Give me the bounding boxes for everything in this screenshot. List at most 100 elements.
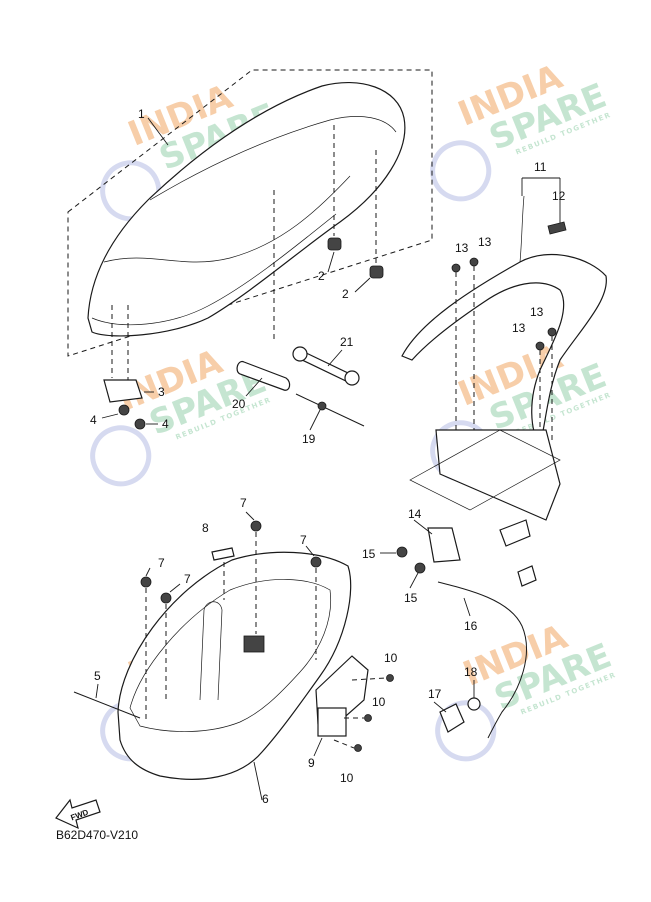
storage-box-rib <box>199 601 223 701</box>
tool-bag <box>236 360 291 391</box>
seat-catch-rod <box>73 691 141 719</box>
callout-13: 13 <box>512 321 526 335</box>
callout-10: 10 <box>372 695 386 709</box>
callout-4: 4 <box>90 413 97 427</box>
screw <box>354 744 362 752</box>
leader-line <box>409 572 419 589</box>
callout-6: 6 <box>262 792 269 806</box>
seat-lock-cable <box>437 581 527 739</box>
side-cover <box>313 655 394 757</box>
callout-labels: 1 2 2 3 4 4 5 6 7 7 7 7 8 9 10 10 10 11 … <box>90 107 566 806</box>
screwdriver-handle <box>317 401 327 411</box>
callout-7: 7 <box>240 496 247 510</box>
leader-line <box>101 413 119 419</box>
spanner-end <box>292 346 308 362</box>
box-bolt <box>160 592 172 604</box>
seat-crease <box>149 116 397 201</box>
callout-4: 4 <box>162 417 169 431</box>
callout-17: 17 <box>428 687 442 701</box>
hinge-bolt <box>118 404 130 416</box>
cable-end <box>439 703 465 733</box>
watermark: INDIA SPARE REBUILD TOGETHER <box>90 342 273 487</box>
box-bolt <box>140 576 152 588</box>
callout-8: 8 <box>202 521 209 535</box>
callout-1: 1 <box>138 107 145 121</box>
leader-line <box>305 545 315 557</box>
callout-10: 10 <box>340 771 354 785</box>
callout-18: 18 <box>464 665 478 679</box>
leader-line <box>145 567 151 577</box>
screw <box>386 674 394 682</box>
callout-15: 15 <box>404 591 418 605</box>
callout-21: 21 <box>340 335 354 349</box>
callout-12: 12 <box>552 189 566 203</box>
leader-line <box>169 583 181 593</box>
leader-line <box>354 277 371 293</box>
leader-line <box>351 677 387 681</box>
callout-15: 15 <box>362 547 376 561</box>
leader-line <box>463 597 471 617</box>
seat-assembly <box>67 69 433 380</box>
callout-19: 19 <box>302 432 316 446</box>
leader-line <box>327 251 335 273</box>
watermark-logo-icon <box>90 425 152 487</box>
watermark: INDIA SPARE REBUILD TOGETHER <box>435 617 618 762</box>
spanner-end <box>344 370 360 386</box>
leader-line <box>313 737 323 757</box>
fwd-arrow-icon: FWD <box>55 798 101 830</box>
box-bolt <box>310 556 322 568</box>
leader-line <box>327 349 343 367</box>
seat-edge <box>91 213 337 326</box>
watermark: INDIA SPARE REBUILD TOGETHER <box>430 57 613 202</box>
box-bolt <box>250 520 262 532</box>
seat-hinge <box>101 379 158 430</box>
bracket-clip <box>499 519 531 547</box>
leader-line <box>147 117 169 146</box>
callout-10: 10 <box>384 651 398 665</box>
leader-line <box>245 377 263 397</box>
frame-bracket-outline <box>409 429 561 511</box>
screw <box>364 714 372 722</box>
bolt <box>469 257 479 267</box>
tool-kit <box>236 346 365 431</box>
seat-dashed-outline <box>67 69 433 357</box>
seat <box>87 82 406 337</box>
grab-bar-assembly <box>401 177 607 448</box>
grab-bar-cap <box>547 221 567 235</box>
leader-line <box>245 511 255 521</box>
bolt <box>451 263 461 273</box>
callout-9: 9 <box>308 756 315 770</box>
bolt <box>535 341 545 351</box>
leader-line <box>333 739 355 749</box>
screw <box>414 562 426 574</box>
diagram-code: B62D470-V210 <box>56 828 139 842</box>
leader-line <box>519 195 525 263</box>
screwdriver <box>295 393 365 427</box>
hinge-bolt <box>134 418 146 430</box>
frame-bracket <box>435 429 561 521</box>
bolt <box>547 327 557 337</box>
storage-box-rim <box>129 579 332 732</box>
bracket-clip <box>517 565 537 587</box>
damper-part <box>369 265 384 279</box>
callout-13: 13 <box>455 241 469 255</box>
hinge-bracket <box>103 379 143 403</box>
leader-line <box>253 761 263 801</box>
callout-13: 13 <box>530 305 544 319</box>
callout-2: 2 <box>342 287 349 301</box>
callout-14: 14 <box>408 507 422 521</box>
callout-2: 2 <box>318 269 325 283</box>
seat-damper <box>327 237 384 293</box>
callout-13: 13 <box>478 235 492 249</box>
screw <box>396 546 408 558</box>
storage-box-insert <box>243 635 265 653</box>
callout-5: 5 <box>94 669 101 683</box>
leader-line <box>413 519 433 535</box>
callout-7: 7 <box>300 533 307 547</box>
damper-part <box>327 237 342 251</box>
callout-16: 16 <box>464 619 478 633</box>
side-cover-box <box>317 707 347 737</box>
storage-box-body <box>117 551 352 780</box>
callout-7: 7 <box>158 556 165 570</box>
